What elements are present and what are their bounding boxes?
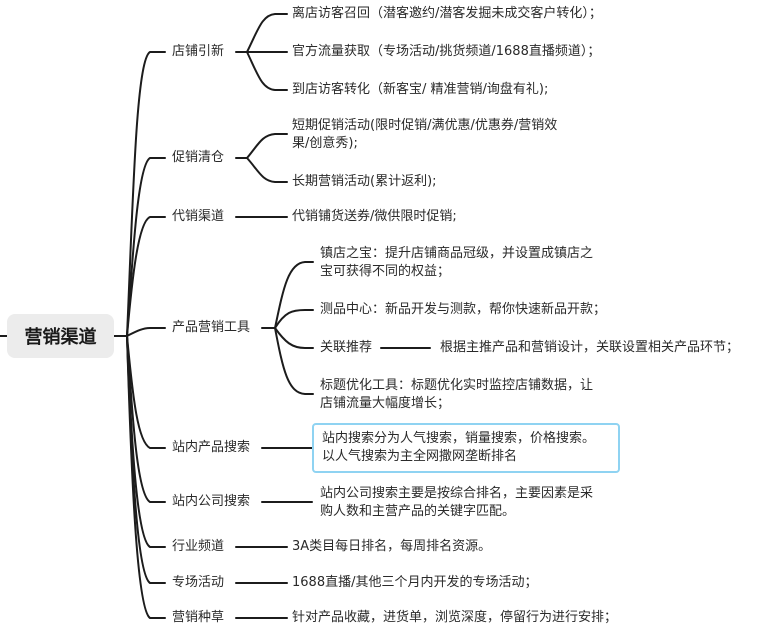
leaf-label: 长期营销活动(累计返利);	[292, 174, 437, 189]
leaf-node[interactable]: 离店访客召回（潜客邀约/潜客发掘未成交客户转化）；	[292, 5, 602, 23]
branch-label: 代销渠道	[172, 209, 225, 224]
branch-label: 产品营销工具	[172, 320, 251, 335]
leaf-node[interactable]: 针对产品收藏，进货单，浏览深度，停留行为进行安排；	[292, 609, 617, 627]
leaf-node[interactable]: 官方流量获取（专场活动/挑货频道/1688直播频道）；	[292, 43, 600, 61]
leaf-label: 3A类目每日排名，每周排名资源。	[292, 539, 492, 554]
leaf-label-line2: 果/创意秀);	[292, 136, 358, 151]
leaf-label-line1: 站内公司搜索主要是按综合排名，主要因素是采	[320, 486, 594, 501]
branch-label: 促销清仓	[172, 150, 225, 165]
root-node[interactable]: 营销渠道	[7, 314, 114, 358]
leaf-detail-node[interactable]: 根据主推产品和营销设计，关联设置相关产品环节；	[440, 339, 739, 357]
branch-node-special-events[interactable]: 专场活动	[172, 574, 224, 592]
root-label: 营销渠道	[24, 327, 97, 348]
leaf-detail-label: 根据主推产品和营销设计，关联设置相关产品环节；	[440, 340, 740, 355]
leaf-label-line2: 购人数和主营产品的关键字匹配。	[320, 504, 516, 519]
branch-label: 店铺引新	[172, 44, 225, 59]
selected-leaf-node[interactable]: 站内搜索分为人气搜索，销量搜索，价格搜索。 以人气搜索为主全网撒网垄断排名	[312, 423, 620, 473]
branch-label: 站内公司搜索	[172, 494, 251, 509]
branch-node-industry-channel[interactable]: 行业频道	[172, 538, 224, 556]
leaf-node[interactable]: 1688直播/其他三个月内开发的专场活动；	[292, 574, 537, 592]
leaf-label-line2: 店铺流量大幅度增长；	[320, 396, 451, 411]
leaf-label-line1: 标题优化工具：标题优化实时监控店铺数据，让	[320, 378, 594, 393]
branch-node-company-search[interactable]: 站内公司搜索	[172, 493, 250, 511]
branch-label: 行业频道	[172, 539, 225, 554]
leaf-node[interactable]: 镇店之宝：提升店铺商品冠级，并设置成镇店之 宝可获得不同的权益；	[320, 245, 593, 281]
branch-node-product-tools[interactable]: 产品营销工具	[172, 319, 250, 337]
leaf-label-line2: 宝可获得不同的权益；	[320, 264, 451, 279]
leaf-node[interactable]: 3A类目每日排名，每周排名资源。	[292, 538, 491, 556]
leaf-node[interactable]: 站内公司搜索主要是按综合排名，主要因素是采 购人数和主营产品的关键字匹配。	[320, 485, 593, 521]
branch-label: 站内产品搜索	[172, 440, 251, 455]
leaf-node[interactable]: 到店访客转化（新客宝/ 精准营销/询盘有礼);	[292, 81, 548, 99]
leaf-label: 到店访客转化（新客宝/ 精准营销/询盘有礼);	[292, 82, 549, 97]
branch-node-product-search[interactable]: 站内产品搜索	[172, 439, 250, 457]
leaf-label-line2: 以人气搜索为主全网撒网垄断排名	[322, 449, 518, 464]
leaf-node[interactable]: 短期促销活动(限时促销/满优惠/优惠券/营销效 果/创意秀);	[292, 117, 557, 153]
leaf-label: 代销铺货送券/微供限时促销;	[292, 209, 457, 224]
leaf-label: 离店访客召回（潜客邀约/潜客发掘未成交客户转化）；	[292, 6, 602, 21]
leaf-node[interactable]: 代销铺货送券/微供限时促销;	[292, 208, 457, 226]
branch-node-consignment[interactable]: 代销渠道	[172, 208, 224, 226]
leaf-label: 1688直播/其他三个月内开发的专场活动；	[292, 575, 538, 590]
leaf-label: 关联推荐	[320, 340, 373, 355]
branch-label: 专场活动	[172, 575, 225, 590]
branch-label: 营销种草	[172, 610, 225, 625]
leaf-label: 官方流量获取（专场活动/挑货频道/1688直播频道）；	[292, 44, 601, 59]
leaf-label-line1: 站内搜索分为人气搜索，销量搜索，价格搜索。	[322, 431, 596, 446]
leaf-label: 针对产品收藏，进货单，浏览深度，停留行为进行安排；	[292, 610, 618, 625]
branch-node-seeding[interactable]: 营销种草	[172, 609, 224, 627]
leaf-node[interactable]: 标题优化工具：标题优化实时监控店铺数据，让 店铺流量大幅度增长；	[320, 377, 593, 413]
branch-node-store-traffic[interactable]: 店铺引新	[172, 43, 224, 61]
leaf-node[interactable]: 测品中心：新品开发与测款，帮你快速新品开款；	[320, 301, 606, 319]
leaf-node[interactable]: 关联推荐	[320, 339, 372, 357]
leaf-label-line1: 镇店之宝：提升店铺商品冠级，并设置成镇店之	[320, 246, 594, 261]
leaf-node[interactable]: 长期营销活动(累计返利);	[292, 173, 437, 191]
branch-node-clearance[interactable]: 促销清仓	[172, 149, 224, 167]
leaf-label: 测品中心：新品开发与测款，帮你快速新品开款；	[320, 302, 607, 317]
leaf-label-line1: 短期促销活动(限时促销/满优惠/优惠券/营销效	[292, 118, 558, 133]
